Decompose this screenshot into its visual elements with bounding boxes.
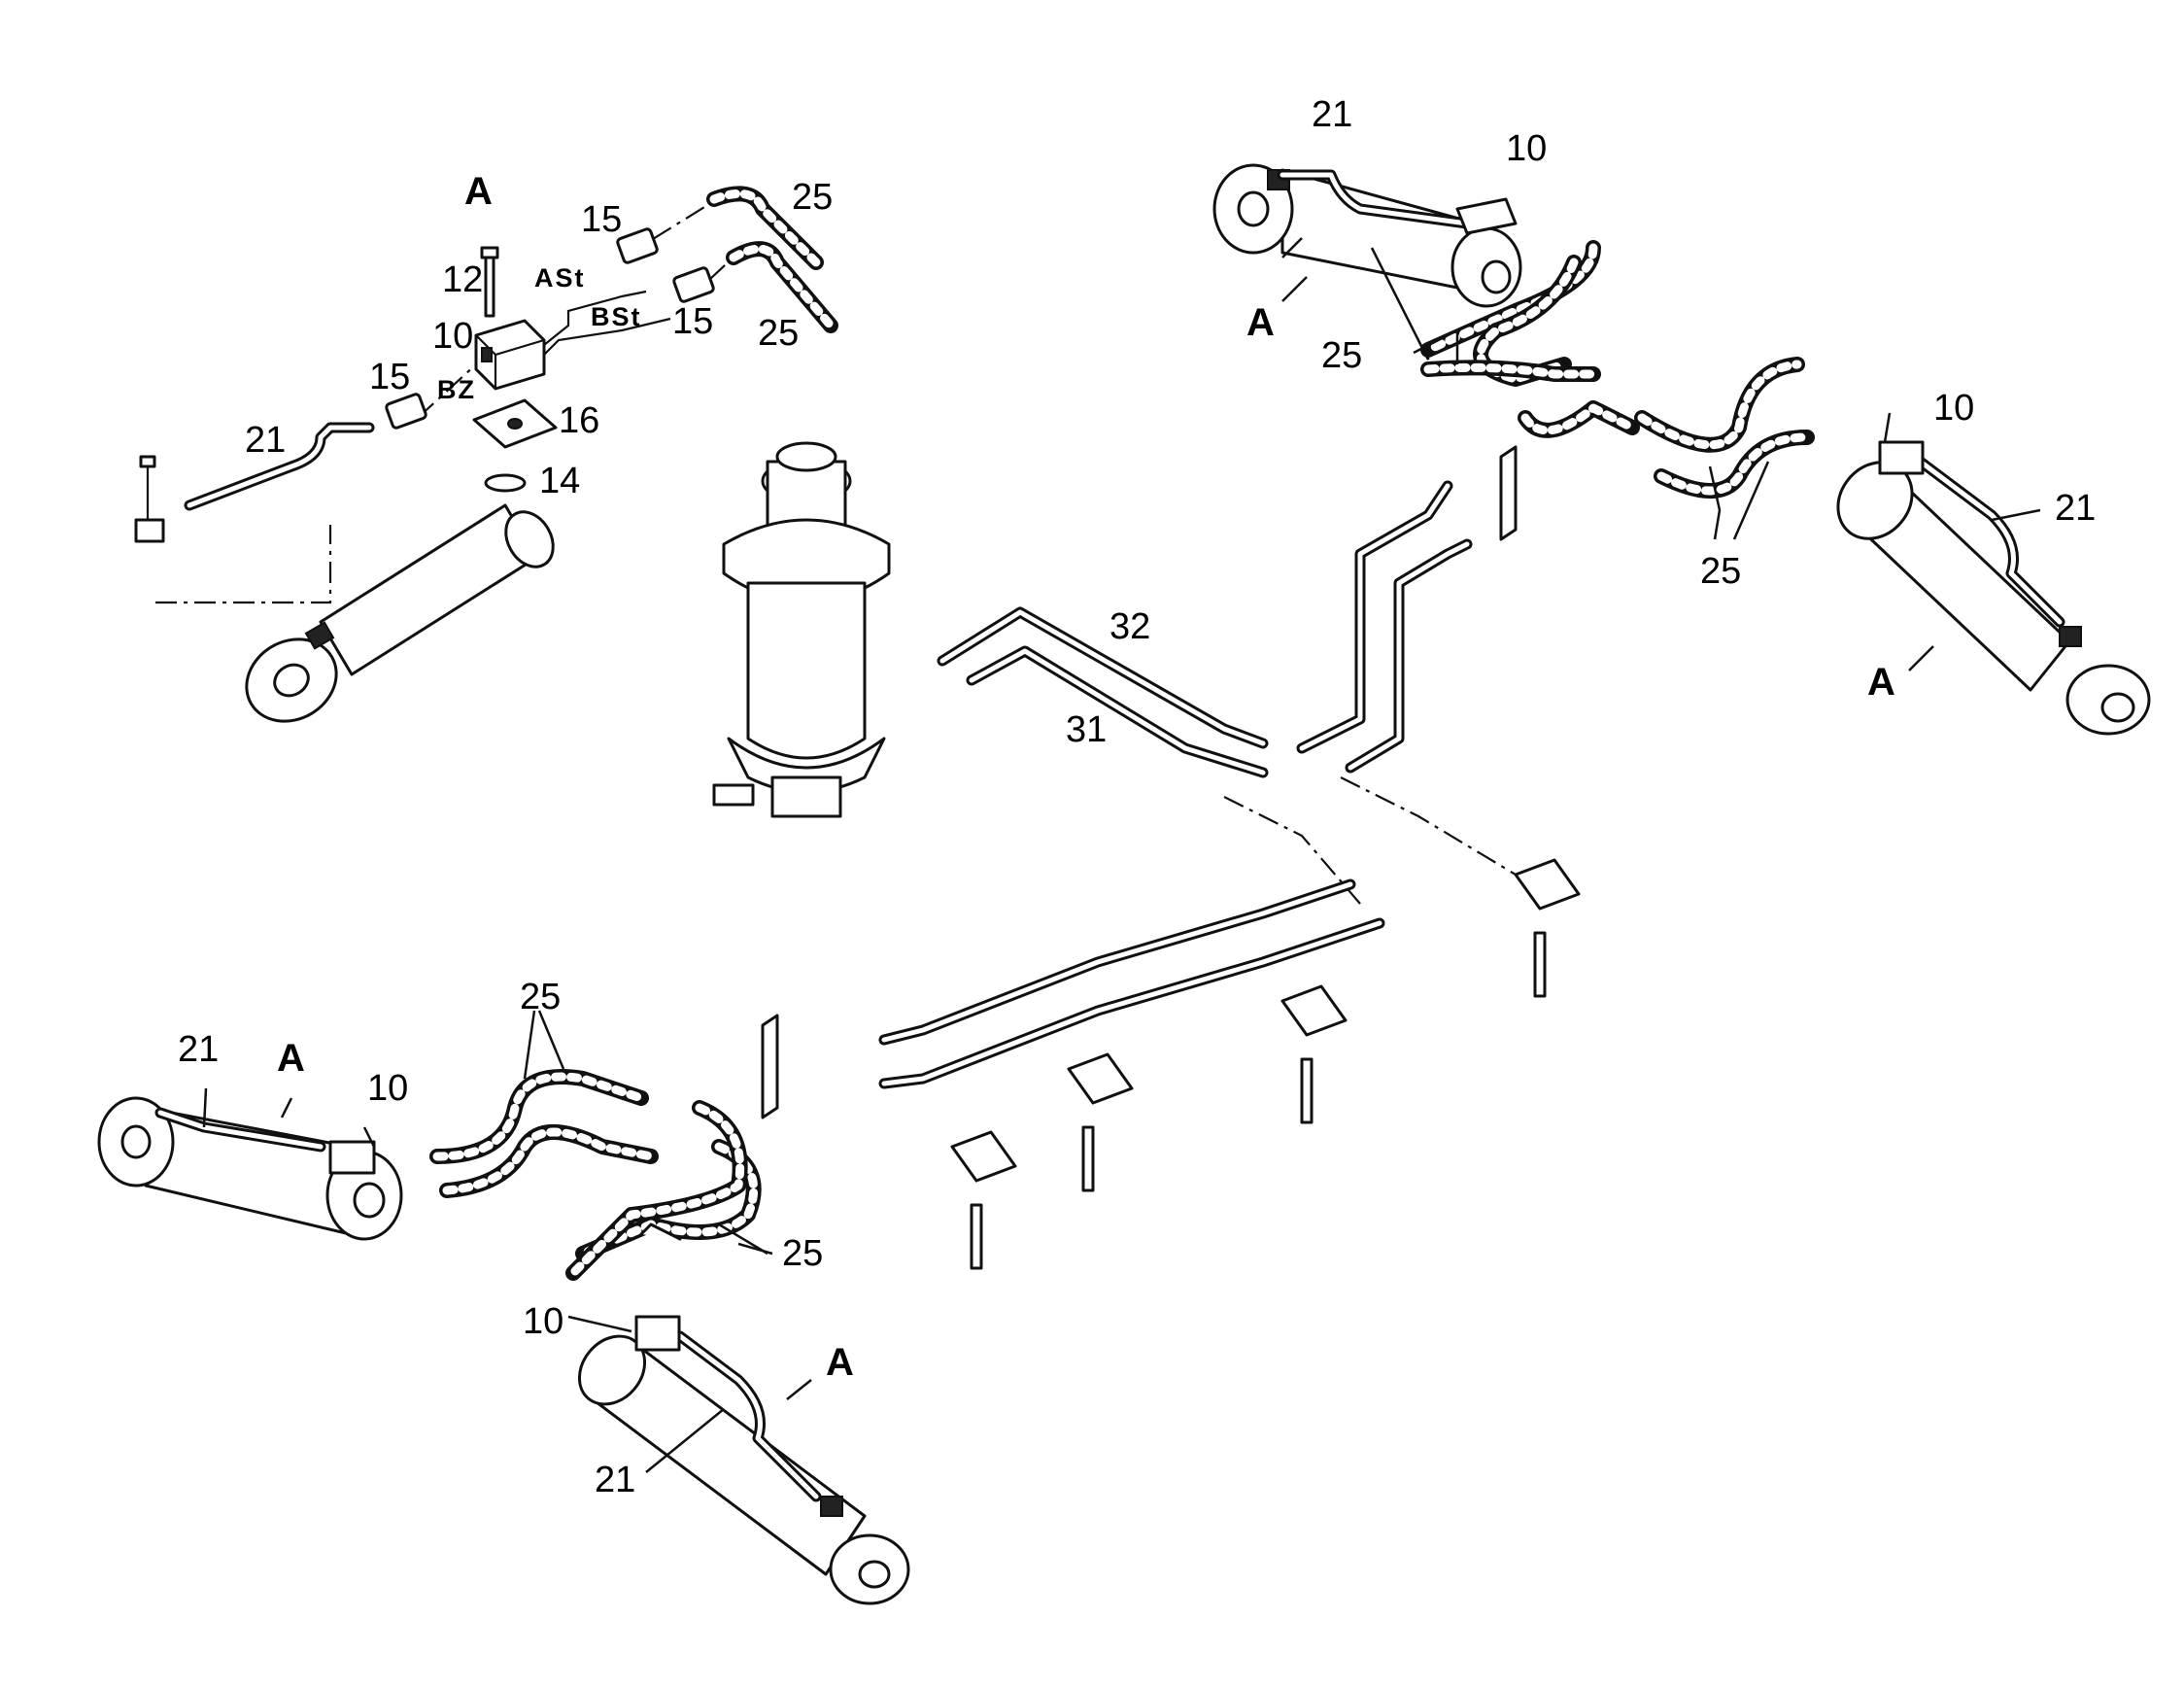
detail-plate-16	[472, 398, 558, 449]
port-label-ast: ASt	[534, 263, 586, 293]
bottom-center-cylinder	[577, 1315, 910, 1605]
detail-fitting-15-ast	[616, 227, 659, 264]
callout-detail-15-left: 15	[369, 357, 410, 397]
callout-detail-15-bst: 15	[672, 301, 713, 342]
callout-bl-21: 21	[178, 1029, 219, 1070]
detail-bolt-12	[480, 246, 499, 318]
top-right-cylinder	[1212, 163, 1522, 308]
callout-pipe-31: 31	[1066, 709, 1107, 750]
port-label-bst: BSt	[591, 302, 642, 331]
callout-detail-25-top: 25	[792, 177, 833, 218]
detail-view-a	[134, 186, 838, 723]
callout-r-10: 10	[1933, 388, 1974, 429]
top-right-hoses-25	[1420, 240, 1815, 499]
callout-bl-view-a: A	[277, 1037, 305, 1080]
detail-hose-25-bottom	[726, 241, 838, 333]
bottom-left-cylinder	[97, 1096, 403, 1241]
callout-detail-10: 10	[432, 316, 473, 357]
callout-bc-10: 10	[523, 1301, 563, 1342]
callout-bl-25: 25	[520, 977, 561, 1017]
detail-seal-14	[484, 473, 527, 493]
callout-bc-view-a: A	[826, 1341, 854, 1384]
callout-bc-25: 25	[782, 1233, 823, 1274]
callout-r-21: 21	[2055, 488, 2096, 529]
callout-r-view-a: A	[1867, 661, 1895, 704]
pipe-clamps	[950, 858, 1581, 1270]
callout-detail-15-ast: 15	[581, 199, 622, 240]
callout-tr-25: 25	[1321, 335, 1362, 376]
callout-r-25: 25	[1700, 551, 1741, 592]
callout-pipe-32: 32	[1109, 606, 1150, 647]
detail-fitting-15-left	[385, 393, 427, 430]
port-label-bz: BZ	[437, 375, 476, 404]
detail-valve-block-10	[474, 319, 546, 391]
callout-detail-25-bottom: 25	[758, 313, 799, 354]
callout-detail-12: 12	[442, 259, 483, 300]
bottom-hoses-25	[429, 1069, 762, 1281]
pipe-32	[937, 606, 1269, 749]
callout-detail-14: 14	[539, 461, 580, 501]
detail-pipe-21	[134, 422, 375, 543]
callout-bl-10: 10	[367, 1068, 408, 1109]
right-cylinder	[1836, 440, 2151, 736]
detail-cylinder	[245, 503, 555, 723]
pipe-31	[966, 645, 1269, 778]
callout-detail-16: 16	[559, 400, 599, 441]
callout-tr-10: 10	[1506, 128, 1547, 169]
callout-detail-view-a: A	[464, 170, 493, 213]
callout-tr-view-a: A	[1246, 301, 1275, 344]
detail-fitting-15-bst	[672, 266, 715, 303]
callout-tr-21: 21	[1312, 94, 1352, 135]
rotary-joint	[712, 441, 891, 818]
detail-hose-25-top	[706, 186, 824, 270]
callout-bc-21: 21	[595, 1460, 635, 1500]
callout-detail-21: 21	[245, 420, 286, 461]
